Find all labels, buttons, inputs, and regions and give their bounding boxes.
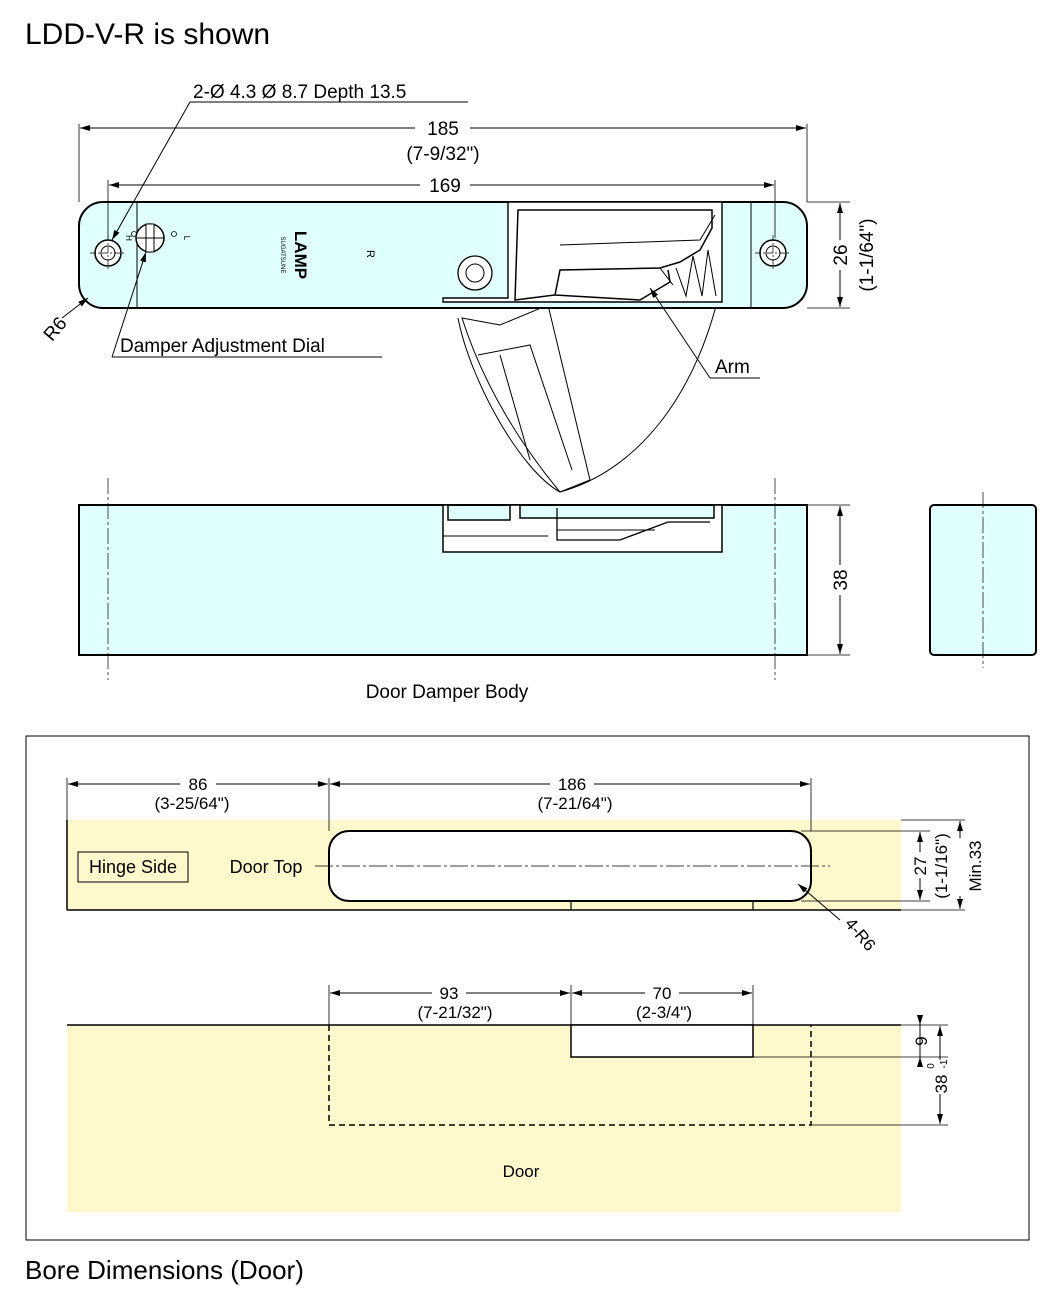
overall-length-dim: 185	[427, 119, 459, 140]
damper-top-view: H L LAMP SUGATSUNE R 185 (7-9/32") 169 2…	[40, 82, 878, 493]
hinge-side-box	[77, 851, 189, 883]
slot-length-dim: 70	[653, 984, 672, 1003]
bore-depth-dim: 38	[932, 1075, 951, 1094]
slot-depth-dim: 9	[912, 1036, 931, 1045]
brand-logo: LAMP	[291, 231, 310, 279]
hole-pitch-dim: 169	[429, 176, 461, 197]
door-label: Door	[503, 1162, 540, 1181]
brand-subtext: SUGATSUNE	[279, 237, 285, 274]
bore-dimensions-title: Bore Dimensions (Door)	[25, 1255, 304, 1285]
bore-width-dim-in: (1-1/16")	[932, 833, 951, 899]
door-top-label: Door Top	[230, 857, 303, 877]
bore-dimensions-panel: Hinge Side Door Top 86 (3-25/64") 186 (7…	[25, 735, 1030, 1241]
arm-slot	[570, 1024, 754, 1058]
depth-dim: 38	[831, 569, 852, 590]
slot-offset-dim-in: (7-21/32")	[417, 1003, 492, 1022]
damper-side-view: 38 Door Damper Body	[78, 478, 1037, 703]
offset-dim: 86	[189, 775, 208, 794]
min-thickness-dim: Min.33	[966, 840, 985, 891]
height-dim: 26	[831, 244, 852, 265]
bore-depth-tol-upper: 0	[926, 1063, 937, 1069]
dial-h-label: H	[124, 235, 133, 241]
bore-width-dim: 27	[911, 857, 930, 876]
overall-length-dim-in: (7-9/32")	[406, 144, 479, 165]
door-side-view	[67, 1025, 901, 1212]
mounting-hole-right	[755, 235, 791, 271]
height-dim-in: (1-1/64")	[857, 218, 878, 291]
hole-callout: 2-Ø 4.3 Ø 8.7 Depth 13.5	[193, 82, 406, 103]
slot-offset-dim: 93	[440, 984, 459, 1003]
bore-length-dim-in: (7-21/64")	[537, 794, 612, 813]
bore-depth-tol-lower: -1	[939, 1059, 950, 1068]
side-mark: R	[364, 250, 376, 258]
arm-label: Arm	[715, 357, 750, 378]
dial-label: Damper Adjustment Dial	[120, 336, 325, 357]
mounting-hole-left	[90, 235, 126, 271]
damper-adjustment-dial	[131, 223, 177, 253]
damper-body-caption: Door Damper Body	[366, 682, 529, 703]
offset-dim-in: (3-25/64")	[154, 794, 229, 813]
bore-length-dim: 186	[558, 775, 586, 794]
hinge-side-label: Hinge Side	[89, 857, 177, 877]
page-title: LDD-V-R is shown	[25, 18, 271, 51]
corner-radius-label: R6	[40, 313, 72, 345]
slot-length-dim-in: (2-3/4")	[636, 1003, 692, 1022]
dial-l-label: L	[182, 236, 191, 241]
